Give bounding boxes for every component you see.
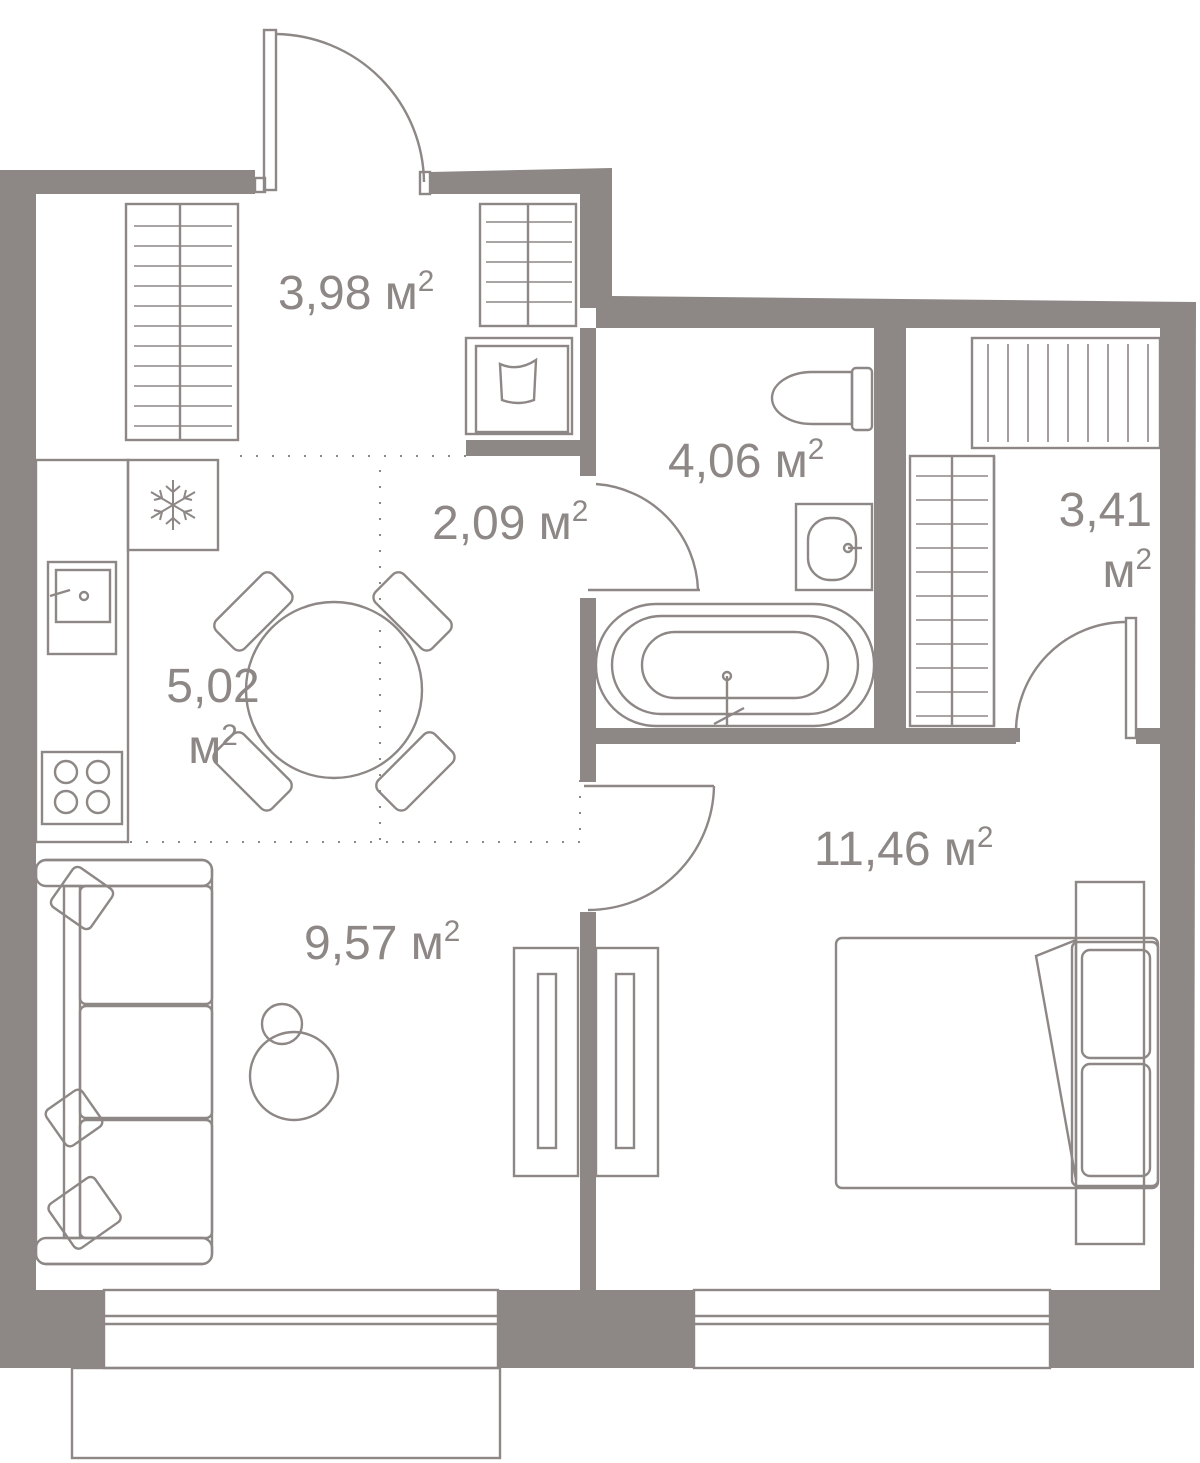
fixtures (34, 28, 1162, 1460)
window-left (102, 1288, 500, 1370)
area-unit: м (774, 435, 808, 488)
cooktop (40, 750, 124, 826)
balcony (70, 1366, 502, 1460)
area-value: 11,46 (814, 823, 931, 876)
area-unit-power: 2 (1135, 543, 1152, 576)
area-label-kitchen: 5,02 м2 (150, 656, 276, 779)
hall-wardrobe-right (478, 202, 578, 328)
entrance-door (253, 28, 432, 196)
area-unit: м (410, 917, 444, 970)
zone-dividers (130, 455, 581, 843)
sofa (34, 858, 214, 1266)
bedroom-cabinet (594, 946, 660, 1178)
area-label-bedroom: 11,46 м2 (814, 822, 993, 876)
area-label-bathroom: 4,06 м2 (668, 434, 824, 488)
bathroom-door (588, 482, 700, 592)
window-right (692, 1288, 1052, 1370)
toilet (770, 366, 874, 432)
bathtub (594, 602, 876, 728)
storage-shelves-side (908, 454, 996, 728)
area-unit-power: 2 (221, 719, 238, 752)
bathroom-sink (794, 502, 874, 592)
walls (0, 168, 1196, 1368)
shelf-hatching (134, 221, 1149, 717)
area-unit: м (1102, 545, 1136, 599)
bed (834, 880, 1160, 1246)
area-unit-power: 2 (807, 432, 825, 466)
coffee-table (248, 1002, 340, 1122)
area-unit: м (538, 497, 572, 550)
area-label-living: 9,57 м2 (304, 916, 460, 970)
hall-wardrobe-left (124, 202, 240, 442)
storage-door (1014, 616, 1138, 740)
snowflake-icon (150, 480, 196, 530)
bedroom-door (584, 784, 716, 912)
area-value: 2,09 (432, 497, 526, 550)
area-value: 9,57 (304, 917, 398, 970)
dining-set (212, 571, 456, 812)
kitchen-counter (34, 458, 220, 844)
area-unit: м (384, 267, 418, 320)
living-cabinet (512, 946, 580, 1178)
area-label-wardrobe: 3,41 м2 (1030, 480, 1152, 603)
storage-shelves-top (970, 336, 1162, 450)
area-unit-power: 2 (976, 820, 994, 854)
area-value: 3,41 (1058, 484, 1152, 537)
area-unit-power: 2 (443, 914, 461, 948)
area-label-corridor: 2,09 м2 (432, 496, 588, 550)
area-label-hall: 3,98 м2 (278, 266, 434, 320)
washing-machine (464, 336, 574, 436)
area-unit-power: 2 (571, 494, 589, 528)
area-value: 4,06 (668, 435, 762, 488)
area-unit: м (188, 721, 222, 775)
area-unit: м (943, 823, 977, 876)
area-unit-power: 2 (417, 264, 435, 298)
area-value: 3,98 (278, 267, 372, 320)
area-value: 5,02 (166, 660, 260, 713)
kitchen-sink (46, 560, 118, 656)
